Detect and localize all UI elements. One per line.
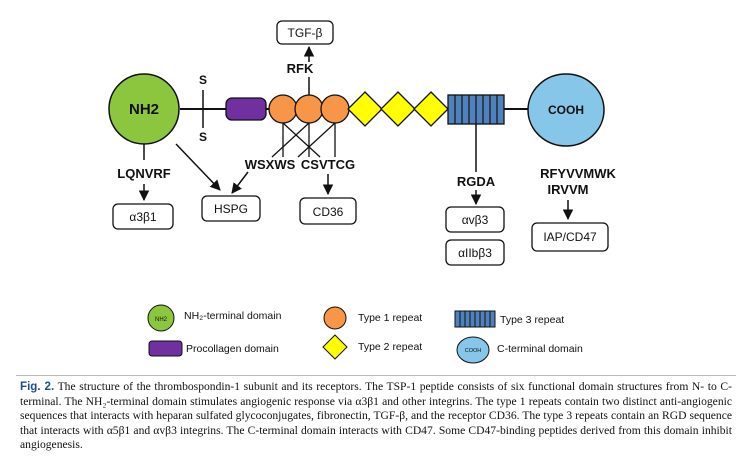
legend-type2-icon xyxy=(322,334,348,360)
aiibb3-label: αIIbβ3 xyxy=(458,246,492,260)
hspg-arrow-from-type1 xyxy=(231,171,249,194)
legend-cooh-icon-label: COOH xyxy=(465,348,482,354)
caption-divider xyxy=(16,375,736,376)
avb3-box xyxy=(445,206,505,233)
a3b1-box xyxy=(112,203,174,230)
legend-cterminal-label: C-terminal domain xyxy=(497,343,583,355)
legend-type3-label: Type 3 repeat xyxy=(500,314,564,326)
iap-cd47-box xyxy=(531,222,609,252)
type2-repeat-2 xyxy=(380,91,416,127)
legend-type2-label: Type 2 repeat xyxy=(358,341,422,353)
legend-type1-label: Type 1 repeat xyxy=(358,312,422,324)
legend-procollagen-icon xyxy=(148,340,183,357)
iap-cd47-label: IAP/CD47 xyxy=(543,230,597,244)
figure-caption: Fig. 2. The structure of the thrombospon… xyxy=(20,380,732,453)
type2-repeat-1 xyxy=(347,91,383,127)
nh2-domain-label: NH2 xyxy=(129,101,159,118)
tgfb-box xyxy=(276,20,334,45)
cooh-domain-ellipse xyxy=(527,73,605,147)
legend-type3-stripes xyxy=(459,311,491,327)
csvtcg-label: CSVTCG xyxy=(301,157,355,172)
cd36-box xyxy=(299,197,357,225)
tsp1-diagram: NH2 S S COOH RFK TGF-β LQNVRF α3β1 xyxy=(108,20,617,364)
type1-repeat-2 xyxy=(294,94,324,124)
type2-repeat-3 xyxy=(413,91,449,127)
avb3-label: αvβ3 xyxy=(462,213,489,227)
legend-cooh-icon xyxy=(456,336,490,364)
legend-nh2-icon xyxy=(147,304,175,332)
rgda-label: RGDA xyxy=(457,174,496,189)
type3-repeat-stripes xyxy=(454,95,498,124)
legend-nh2-label: NH₂-terminal domain xyxy=(184,310,282,322)
legend-procollagen-label: Procollagen domain xyxy=(186,343,279,355)
irvvm-label: IRVVM xyxy=(548,182,589,197)
disulfide-s-top: S xyxy=(199,73,207,87)
tgfb-label: TGF-β xyxy=(288,26,323,40)
lqnvrf-label: LQNVRF xyxy=(117,166,171,181)
cooh-domain-label: COOH xyxy=(548,103,584,117)
legend: NH2 NH₂-terminal domain Procollagen doma… xyxy=(147,304,583,364)
figure-caption-text: The structure of the thrombospondin-1 su… xyxy=(20,380,732,452)
legend-type1-icon xyxy=(323,306,347,330)
type1-connectors xyxy=(271,122,336,158)
type1-repeat-3 xyxy=(320,94,350,124)
figure-label: Fig. 2. xyxy=(20,380,55,393)
hspg-arrow-from-nh2 xyxy=(175,143,221,191)
hspg-label: HSPG xyxy=(214,202,248,216)
hspg-box xyxy=(201,195,261,222)
rfk-label: RFK xyxy=(287,61,314,76)
legend-nh2-icon-label: NH2 xyxy=(155,317,168,323)
aiibb3-box xyxy=(445,239,505,266)
procollagen-domain xyxy=(225,97,267,121)
disulfide-s-bottom: S xyxy=(199,130,207,144)
cd36-label: CD36 xyxy=(313,205,344,219)
rfyvvmwk-label: RFYVVMWK xyxy=(540,166,616,181)
a3b1-label: α3β1 xyxy=(129,210,157,224)
wsxws-label: WSXWS xyxy=(245,157,296,172)
type1-repeat-1 xyxy=(268,94,298,124)
